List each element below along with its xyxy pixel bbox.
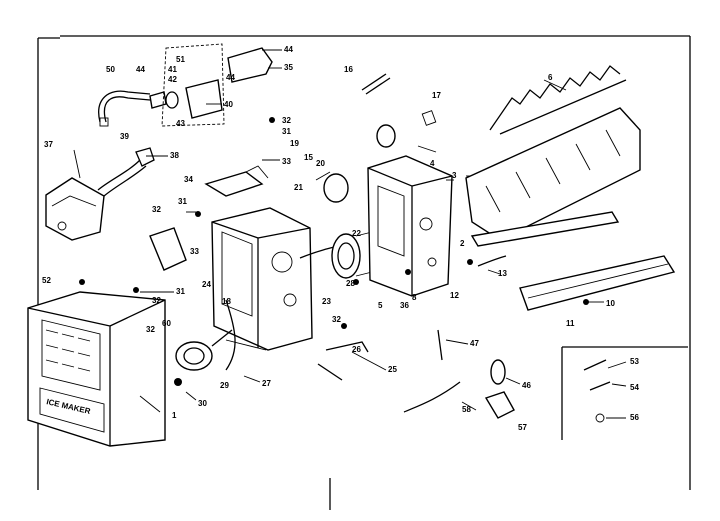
callout-c43: 43 (176, 119, 185, 128)
callout-c32a: 32 (282, 116, 291, 125)
mold-support (367, 155, 453, 297)
callout-c31a: 31 (282, 127, 291, 136)
mold-heater (470, 211, 620, 267)
callout-c21: 21 (294, 183, 303, 192)
motor (175, 329, 233, 371)
callout-c4: 4 (430, 159, 435, 168)
valve-parts (403, 329, 515, 419)
callout-c10: 10 (606, 299, 615, 308)
callout-c52: 52 (42, 276, 51, 285)
callout-c41: 41 (168, 65, 177, 74)
callout-c37: 37 (44, 140, 53, 149)
callout-c35: 35 (284, 63, 293, 72)
callout-c42: 42 (168, 75, 177, 84)
callout-c26: 26 (352, 345, 361, 354)
callout-c57: 57 (518, 423, 527, 432)
callout-c16: 16 (344, 65, 353, 74)
ejector-blade (489, 65, 627, 135)
callout-c13: 13 (498, 269, 507, 278)
callout-c40: 40 (224, 100, 233, 109)
callout-c32e: 32 (146, 325, 155, 334)
callout-c28: 28 (346, 279, 355, 288)
ice-mold (465, 107, 641, 241)
motor-housing (211, 207, 313, 351)
callout-c47: 47 (470, 339, 479, 348)
callout-labels: 50 44 41 42 51 44 44 35 40 43 39 37 38 1… (42, 45, 639, 432)
callout-c31c: 31 (176, 287, 185, 296)
callout-c5: 5 (378, 301, 383, 310)
callout-c32b: 32 (152, 205, 161, 214)
callout-c15: 15 (304, 153, 313, 162)
callout-c54: 54 (630, 383, 639, 392)
callout-c46: 46 (522, 381, 531, 390)
inset-box (561, 346, 688, 440)
callout-c50: 50 (106, 65, 115, 74)
callout-c25: 25 (388, 365, 397, 374)
callout-c29: 29 (220, 381, 229, 390)
callout-c24: 24 (202, 280, 211, 289)
callout-c1: 1 (172, 411, 177, 420)
thermostat (315, 171, 349, 203)
callout-c60: 60 (162, 319, 171, 328)
callout-c19: 19 (290, 139, 299, 148)
callout-c2: 2 (460, 239, 465, 248)
callout-c6: 6 (548, 73, 553, 82)
callout-c11: 11 (566, 319, 575, 328)
inlet-tubing (98, 90, 151, 127)
water-valve (149, 43, 225, 127)
ice-maker-cover: ICE MAKER (27, 291, 166, 447)
callout-c53: 53 (630, 357, 639, 366)
callout-c23: 23 (322, 297, 331, 306)
shutoff-arm (361, 73, 391, 95)
callout-c32d: 32 (332, 315, 341, 324)
callout-c33b: 33 (190, 247, 199, 256)
fill-tube (97, 147, 155, 197)
callout-c12: 12 (450, 291, 459, 300)
switch (204, 165, 269, 197)
callout-c33a: 33 (282, 157, 291, 166)
callout-c8: 8 (412, 293, 417, 302)
callout-c36: 36 (400, 301, 409, 310)
screws (79, 117, 589, 386)
fill-cup (376, 110, 437, 148)
callout-c27: 27 (262, 379, 271, 388)
callout-c17: 17 (432, 91, 441, 100)
callout-c38: 38 (170, 151, 179, 160)
callout-c30: 30 (198, 399, 207, 408)
callout-c51: 51 (176, 55, 185, 64)
callout-c18: 18 (222, 297, 231, 306)
gear-bracket (149, 227, 187, 271)
callout-c44a: 44 (136, 65, 145, 74)
callout-c56: 56 (630, 413, 639, 422)
callout-c39: 39 (120, 132, 129, 141)
stripper-bar (519, 255, 676, 311)
leader-lines (73, 49, 627, 419)
callout-c3: 3 (452, 171, 457, 180)
callout-c44b: 44 (226, 73, 235, 82)
callout-c22: 22 (352, 229, 361, 238)
callout-c58: 58 (462, 405, 471, 414)
callout-c34: 34 (184, 175, 193, 184)
lever (317, 341, 369, 381)
callout-c44c: 44 (284, 45, 293, 54)
callout-c32c: 32 (152, 296, 161, 305)
callout-c20: 20 (316, 159, 325, 168)
inset-parts (583, 359, 611, 423)
timing-gear (331, 231, 373, 279)
mounting-bracket (45, 177, 105, 241)
callout-c31b: 31 (178, 197, 187, 206)
